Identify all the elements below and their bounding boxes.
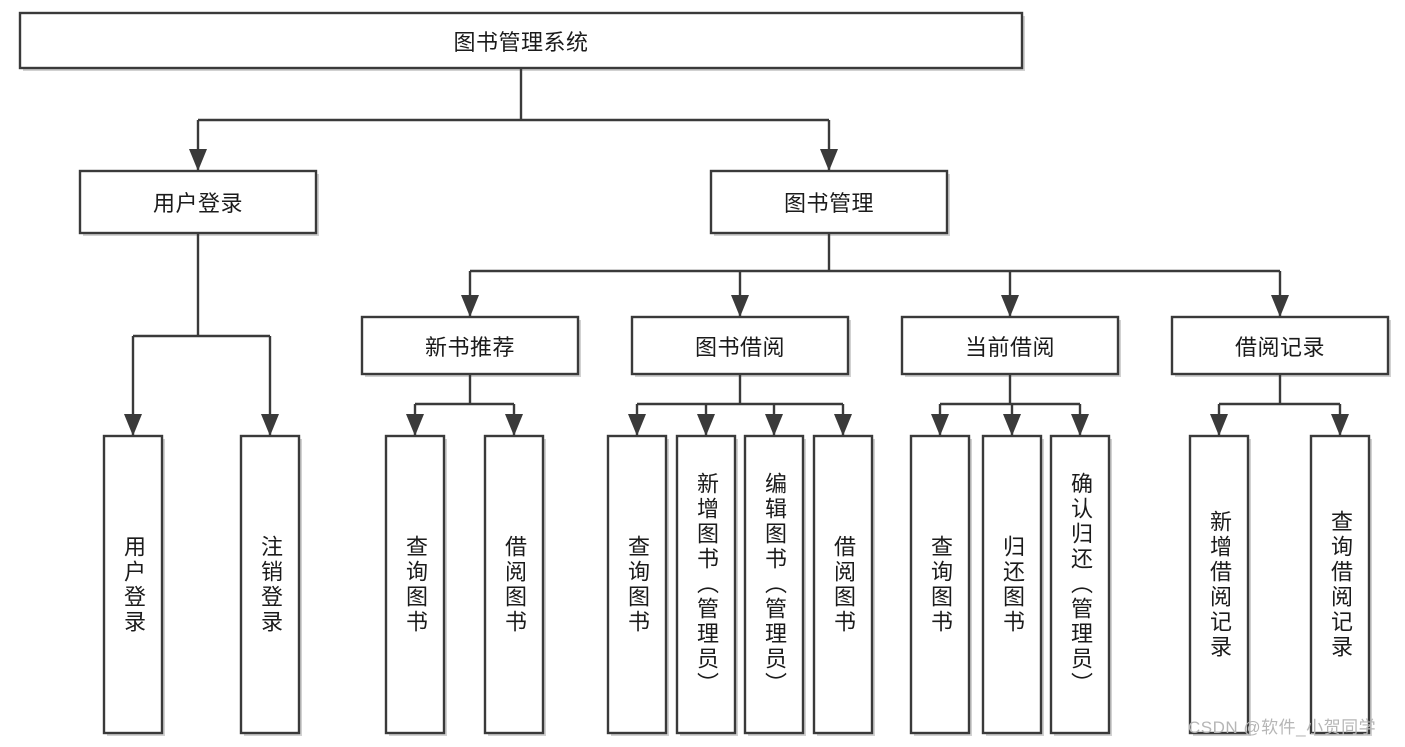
connector-arrow-head <box>1003 414 1021 436</box>
connector-arrow-head <box>406 414 424 436</box>
node-box-current-borrow[interactable] <box>900 315 1120 376</box>
node-box-leaf-query-book-borrow[interactable] <box>606 434 668 735</box>
node-box-leaf-query-borrow-record[interactable] <box>1309 434 1371 735</box>
connector-arrow-head <box>628 414 646 436</box>
connector-arrow-head <box>834 414 852 436</box>
node-box-root[interactable] <box>18 11 1024 70</box>
connector-arrow-head <box>820 149 838 171</box>
connector-arrow-head <box>765 414 783 436</box>
connector-arrow-head <box>1271 295 1289 317</box>
node-box-leaf-user-login[interactable] <box>102 434 164 735</box>
node-box-leaf-borrow-book[interactable] <box>812 434 874 735</box>
connector-arrow-head <box>124 414 142 436</box>
connector-lines <box>124 68 1349 436</box>
node-box-leaf-edit-book-admin[interactable] <box>743 434 805 735</box>
connector-arrow-head <box>1001 295 1019 317</box>
node-box-leaf-logout-login[interactable] <box>239 434 301 735</box>
node-boxes <box>18 11 1390 735</box>
node-box-leaf-query-book-current[interactable] <box>909 434 971 735</box>
csdn-watermark: CSDN @软件_小贺同学 <box>1188 718 1377 737</box>
connector-arrow-head <box>1331 414 1349 436</box>
node-box-leaf-add-book-admin[interactable] <box>675 434 737 735</box>
node-box-leaf-borrow-book-recommend[interactable] <box>483 434 545 735</box>
node-box-leaf-add-borrow-record[interactable] <box>1188 434 1250 735</box>
node-box-leaf-confirm-return-admin[interactable] <box>1049 434 1111 735</box>
connector-arrow-head <box>461 295 479 317</box>
connector-arrow-head <box>1071 414 1089 436</box>
connector-arrow-head <box>189 149 207 171</box>
node-box-new-book-recommend[interactable] <box>360 315 580 376</box>
connector-arrow-head <box>931 414 949 436</box>
node-box-borrow-record[interactable] <box>1170 315 1390 376</box>
node-box-user-login[interactable] <box>78 169 318 235</box>
node-box-book-management[interactable] <box>709 169 949 235</box>
connector-arrow-head <box>505 414 523 436</box>
connector-arrow-head <box>697 414 715 436</box>
connector-arrow-head <box>1210 414 1228 436</box>
node-box-book-borrow[interactable] <box>630 315 850 376</box>
connector-arrow-head <box>731 295 749 317</box>
node-box-leaf-return-book[interactable] <box>981 434 1043 735</box>
node-box-leaf-query-book-recommend[interactable] <box>384 434 446 735</box>
connector-arrow-head <box>261 414 279 436</box>
